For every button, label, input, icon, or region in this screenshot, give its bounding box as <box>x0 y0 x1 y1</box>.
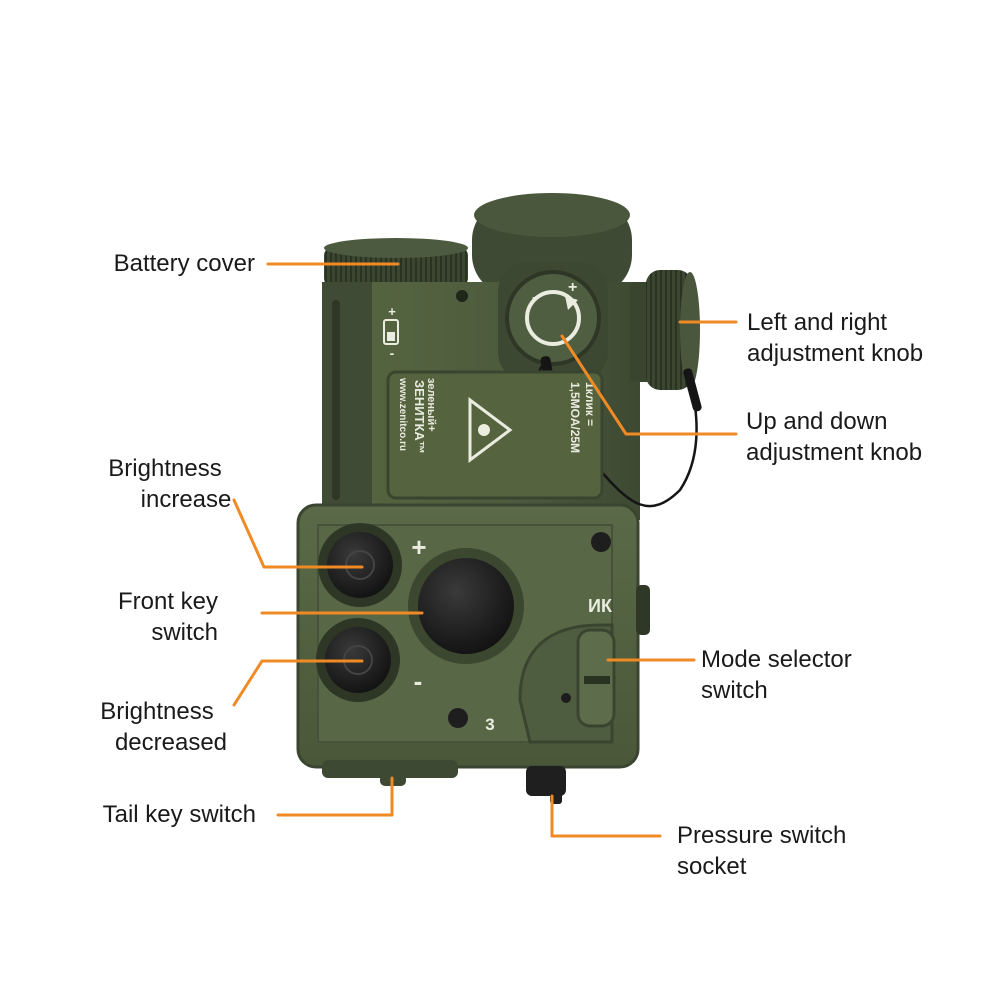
screw-hole <box>456 290 468 302</box>
plus-marking: + <box>411 532 426 562</box>
label-pressure-switch-socket: Pressure switch socket <box>677 820 917 882</box>
label-battery-cover: Battery cover <box>60 248 255 279</box>
svg-text:1клик =: 1клик = <box>583 382 597 426</box>
laser-warning-icon <box>468 397 513 463</box>
leader-lines <box>232 262 738 838</box>
label-line: Battery cover <box>113 250 255 277</box>
brightness-increase-button[interactable] <box>318 523 402 607</box>
mode-number-marking: 3 <box>485 715 494 734</box>
label-line: decreased <box>114 729 228 756</box>
label-brightness-increase: Brightness increase <box>70 453 260 515</box>
mode-selector-switch[interactable] <box>518 623 616 744</box>
label-line: Up and down <box>746 408 888 435</box>
front-key-switch-button[interactable] <box>408 548 524 664</box>
battery-indicator: + - <box>383 304 399 361</box>
battery-cover-knob <box>324 238 468 288</box>
leader-brightness-decreased <box>232 659 364 707</box>
svg-text:www.zenitco.ru: www.zenitco.ru <box>397 377 408 451</box>
side-switch <box>636 585 650 635</box>
label-line: Pressure switch <box>677 822 847 849</box>
up-down-adjustment-knob: - + <box>498 262 608 382</box>
laser-device: + - - + ЗЕНИТКА™ www.zenit <box>296 193 702 804</box>
svg-text:зеленый+: зеленый+ <box>425 378 437 432</box>
ir-marking: ИК <box>588 596 613 616</box>
label-brightness-decreased: Brightness decreased <box>62 696 252 758</box>
svg-text:-: - <box>532 289 537 306</box>
label-line: socket <box>677 853 747 880</box>
laser-label-plate: ЗЕНИТКА™ www.zenitco.ru зеленый+ 1клик =… <box>386 370 604 500</box>
tail-housing <box>322 760 458 778</box>
label-up-down-knob: Up and down adjustment knob <box>746 406 986 468</box>
label-line: adjustment knob <box>746 439 923 466</box>
svg-text:ЗЕНИТКА™: ЗЕНИТКА™ <box>412 380 427 454</box>
label-line: Left and right <box>747 309 888 336</box>
leader-brightness-increase <box>232 498 364 569</box>
minus-marking: - <box>414 666 423 696</box>
label-mode-selector: Mode selector switch <box>701 644 941 706</box>
screw <box>591 532 611 552</box>
pressure-switch-socket[interactable] <box>526 766 566 804</box>
svg-text:+: + <box>388 304 396 319</box>
leader-up-down-knob <box>560 334 738 436</box>
svg-text:+: + <box>568 279 577 296</box>
left-right-adjustment-knob <box>630 270 700 390</box>
label-front-key-switch: Front key switch <box>40 586 218 648</box>
label-line: Brightness <box>108 455 222 482</box>
label-line: Tail key switch <box>102 801 256 828</box>
leader-tail-key-switch <box>276 776 394 817</box>
label-line: switch <box>701 677 768 704</box>
label-line: Brightness <box>100 698 214 725</box>
svg-text:-: - <box>390 345 395 361</box>
label-line: Mode selector <box>701 646 852 673</box>
label-line: adjustment knob <box>747 340 924 367</box>
label-line: switch <box>151 619 218 646</box>
label-line: Front key <box>117 588 218 615</box>
screw <box>448 708 468 728</box>
label-line: increase <box>140 486 232 513</box>
label-tail-key-switch: Tail key switch <box>40 799 256 830</box>
svg-text:1,5МОА/25М: 1,5МОА/25М <box>568 382 582 453</box>
leader-pressure-switch <box>550 794 662 838</box>
label-left-right-knob: Left and right adjustment knob <box>747 307 987 369</box>
